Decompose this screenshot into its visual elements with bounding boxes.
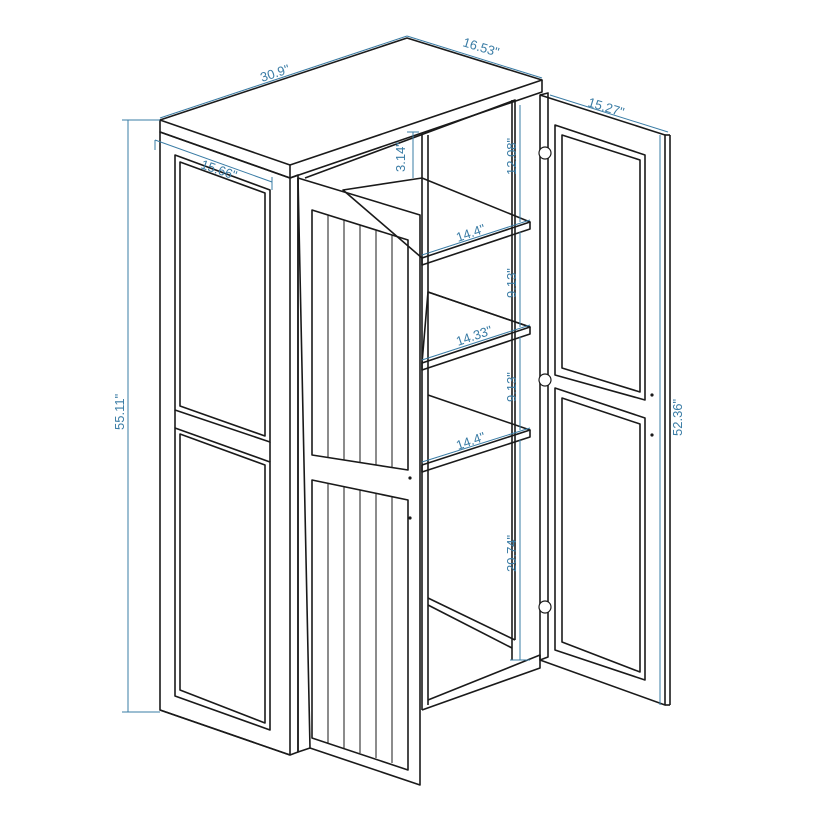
label-top-gap: 3.14": [393, 142, 408, 172]
cabinet-body: [159, 37, 543, 711]
left-door-closed: [159, 131, 299, 756]
label-door-height: 52.36": [670, 398, 685, 436]
label-space-mid-1: 9.13": [504, 268, 519, 298]
label-space-top: 12.08": [504, 137, 519, 175]
hinge-screw: [408, 476, 412, 480]
middle-door-open: [297, 177, 421, 786]
hinge-icon: [538, 373, 552, 387]
hinges: [538, 146, 552, 614]
label-space-mid-2: 9.13": [504, 372, 519, 402]
hinge-screw: [408, 516, 412, 520]
hinge-screw: [650, 433, 654, 437]
door-slats-lower: [327, 484, 393, 763]
hinge-screw: [650, 393, 654, 397]
label-door-width-left: 15.66": [199, 157, 239, 183]
label-overall-height: 55.11": [112, 393, 127, 430]
dimension-labels: 30.9" 16.53" 15.27" 15.66" 55.11" 52.36"…: [112, 35, 685, 572]
hinge-icon: [538, 146, 552, 160]
label-space-bottom: 20.74": [504, 534, 519, 572]
shelves: [342, 177, 531, 473]
door-slats-upper: [327, 215, 393, 467]
hinge-icon: [538, 600, 552, 614]
right-door-open: [539, 92, 671, 706]
dimension-lines: [122, 35, 669, 713]
